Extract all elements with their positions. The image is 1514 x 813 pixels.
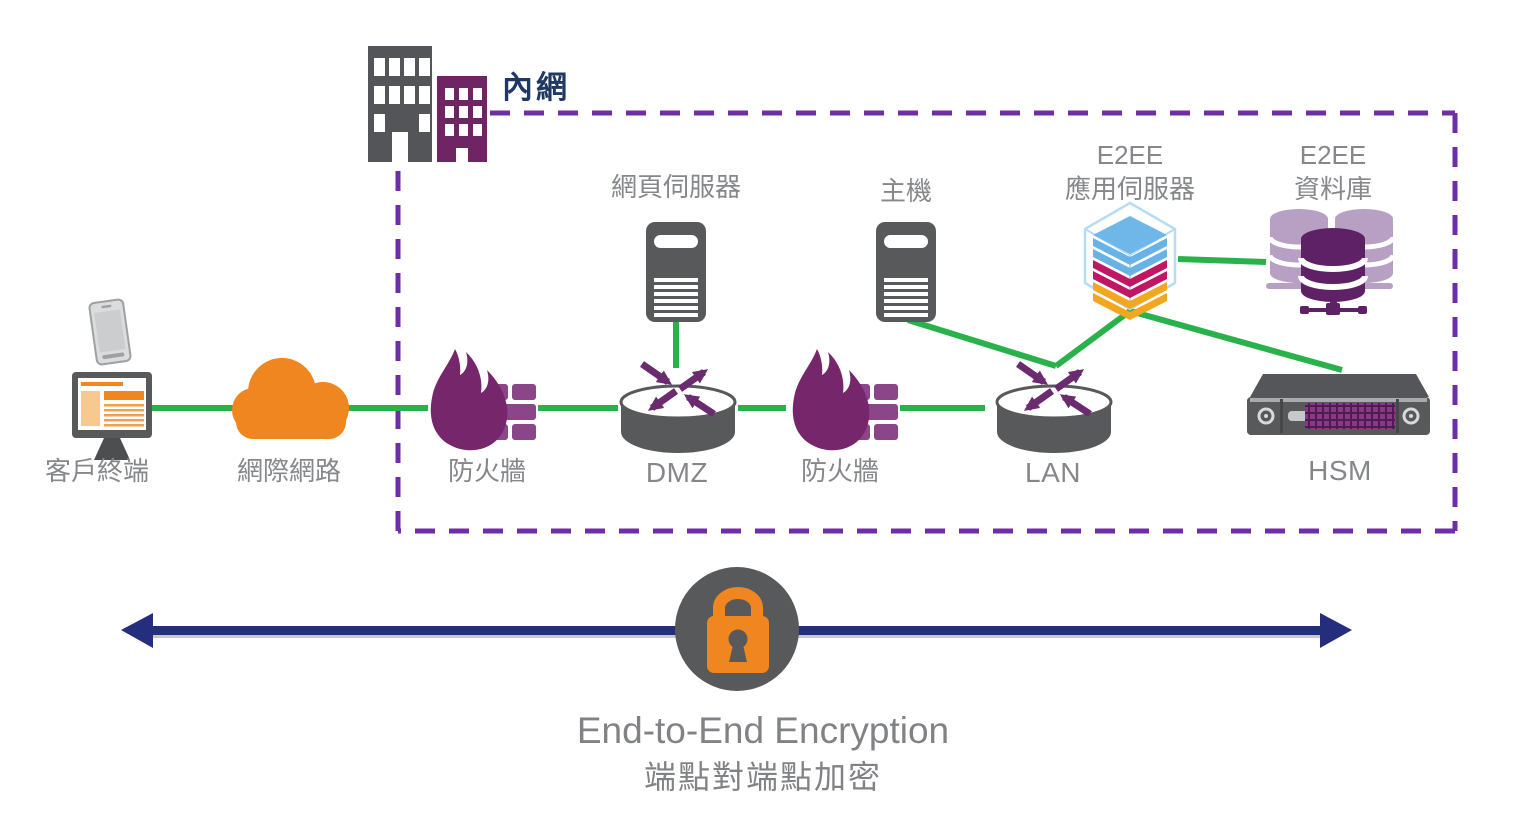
web-server-icon (646, 222, 706, 322)
firewall-inner-icon (792, 349, 898, 451)
lan-label: LAN (1025, 457, 1081, 488)
connection-lines (152, 256, 1343, 411)
padlock-icon (675, 567, 799, 691)
lan-router-icon (997, 364, 1111, 453)
dmz-router-icon (621, 364, 735, 453)
e2ee-app-server-label-line1: E2EE (1096, 140, 1164, 170)
firewall-inner-label: 防火牆 (800, 456, 879, 486)
intranet-label: 內網 (502, 70, 570, 105)
smartphone-icon (88, 298, 132, 366)
firewall-outer-label: 防火牆 (447, 456, 526, 486)
firewall-outer-icon (430, 349, 536, 451)
e2ee-app-server-label: E2EE 應用伺服器 (1010, 138, 1250, 206)
e2ee-app-server-label-line2: 應用伺服器 (1064, 174, 1195, 204)
internet-label: 網際網路 (236, 456, 341, 486)
e2ee-database-label-line1: E2EE (1299, 140, 1367, 170)
cloud-icon (232, 358, 349, 439)
dmz-label: DMZ (645, 457, 709, 488)
client-label: 客戶終端 (44, 456, 149, 486)
e2ee-database-label-line2: 資料庫 (1293, 174, 1372, 204)
hsm-appliance-icon (1247, 374, 1430, 435)
e2ee-database-label: E2EE 資料庫 (1233, 138, 1433, 206)
footer-title-zh: 端點對端點加密 (643, 759, 882, 795)
host-server-icon (876, 222, 936, 322)
hsm-label: HSM (1308, 455, 1372, 486)
monitor-icon (72, 372, 152, 460)
host-label: 主機 (879, 176, 932, 206)
office-buildings-icon (368, 46, 487, 162)
e2ee-app-server-icon (1083, 201, 1177, 320)
footer-title-en: End-to-End Encryption (576, 710, 950, 751)
e2ee-database-icon (1266, 209, 1396, 315)
web-server-label: 網頁伺服器 (610, 172, 741, 202)
intranet-boundary (395, 110, 1458, 534)
